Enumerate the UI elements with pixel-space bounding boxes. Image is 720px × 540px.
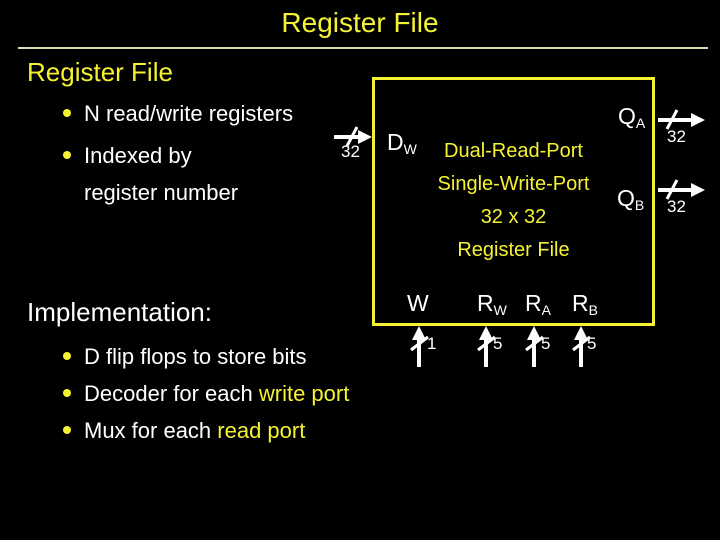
port-label-out-a: QA [618, 104, 645, 135]
bus-width-read-addr-a: 5 [541, 334, 551, 353]
register-file-box-caption: Dual-Read-Port Single-Write-Port 32 x 32… [375, 135, 652, 267]
title-divider-line [18, 47, 708, 49]
bus-width-write-enable: 1 [427, 334, 437, 353]
bullet-item: N read/write registers [60, 95, 293, 132]
port-sub: W [493, 302, 507, 318]
port-sub: B [588, 302, 598, 318]
bullet-highlight: read port [217, 418, 306, 443]
bullet-text: D flip flops to store bits [84, 344, 307, 369]
register-file-box: Dual-Read-Port Single-Write-Port 32 x 32… [372, 77, 655, 326]
section-heading: Register File [27, 57, 173, 87]
port-label-data-in: DW [387, 130, 417, 161]
box-caption-line: Single-Write-Port [437, 173, 590, 195]
port-sub: W [403, 141, 417, 157]
port-sub: A [635, 115, 646, 131]
port-sub: A [541, 302, 551, 318]
bullet-highlight: write port [258, 381, 350, 406]
bullet-item: D flip flops to store bits [60, 338, 349, 375]
port-label-write-enable: W [407, 291, 429, 322]
port-label-read-addr-a: RA [525, 291, 551, 322]
bullet-item: Decoder for each write port [60, 375, 349, 412]
bullet-text: Mux for each [84, 418, 218, 443]
bus-width-read-addr-b: 5 [587, 334, 597, 353]
bullet-item: Mux for each read port [60, 412, 349, 449]
bullet-item: Indexed by register number [60, 137, 250, 211]
port-label-read-addr-b: RB [572, 291, 598, 322]
port-label-write-addr: RW [477, 291, 507, 322]
port-base: W [407, 290, 429, 316]
bus-width-write-addr: 5 [493, 334, 503, 353]
bus-width-data-in: 32 [341, 142, 360, 161]
port-base: R [525, 290, 542, 316]
box-caption-line: 32 x 32 [480, 206, 547, 228]
bullet-text: Decoder for each [84, 381, 259, 406]
bus-width-out-b: 32 [667, 197, 686, 216]
implementation-bullet-list: D flip flops to store bits Decoder for e… [60, 338, 349, 449]
port-base: D [387, 129, 404, 155]
port-base: Q [617, 185, 635, 211]
bus-width-out-a: 32 [667, 127, 686, 146]
port-label-out-b: QB [617, 186, 644, 217]
box-caption-line: Dual-Read-Port [444, 140, 583, 162]
section-bullet-list: N read/write registers Indexed by regist… [60, 95, 293, 211]
box-caption-line: Register File [457, 239, 570, 261]
port-base: R [477, 290, 494, 316]
bus-arrow-write-enable [410, 326, 429, 367]
port-base: Q [618, 103, 636, 129]
implementation-heading: Implementation: [27, 297, 212, 327]
port-base: R [572, 290, 589, 316]
port-sub: B [634, 197, 645, 213]
slide-title: Register File [281, 7, 439, 38]
